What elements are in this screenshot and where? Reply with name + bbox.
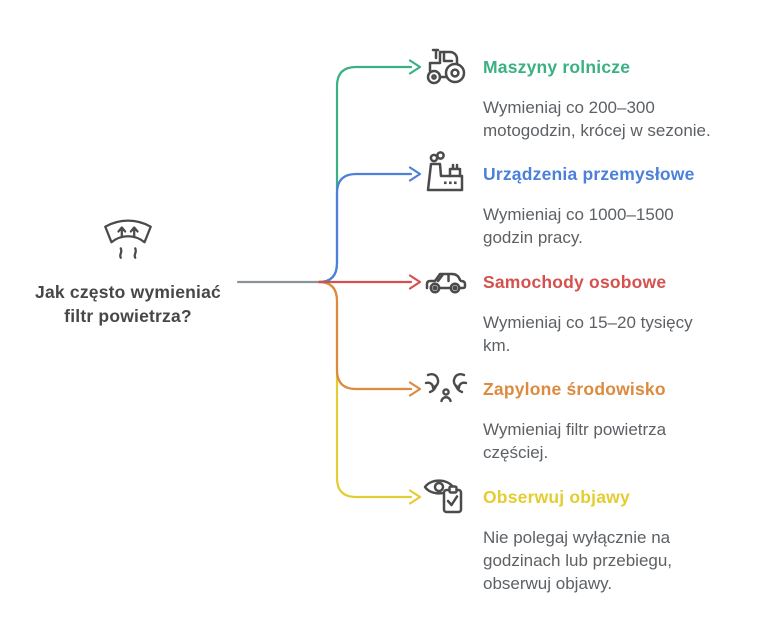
branch-title: Urządzenia przemysłowe [483, 163, 695, 184]
branch-title: Zapylone środowisko [483, 378, 666, 399]
branch-description: Wymieniaj co 15–20 tysięcy km. [483, 313, 693, 355]
branch-header: Zapylone środowisko [422, 365, 732, 413]
branch-connector-eye-checklist [317, 280, 422, 505]
branch-connector-dust [317, 280, 422, 397]
branch-connector-car [317, 274, 422, 290]
tractor-icon [422, 43, 470, 91]
branch-description: Nie polegaj wyłącznie na godzinach lub p… [483, 528, 673, 593]
branch-connector-tractor [317, 59, 422, 284]
car-icon [422, 258, 470, 306]
air-filter-icon [97, 211, 159, 261]
branch-title: Maszyny rolnicze [483, 56, 631, 77]
branch-title: Samochody osobowe [483, 271, 667, 292]
branch-description: Wymieniaj co 200–300 motogodzin, krócej … [483, 98, 711, 140]
dust-icon [422, 365, 470, 413]
branch-header: Obserwuj objawy [422, 473, 732, 521]
branch-connector-factory [317, 166, 422, 284]
branch-header: Urządzenia przemysłowe [422, 150, 732, 198]
branch-title: Obserwuj objawy [483, 486, 630, 507]
root-title: Jak często wymieniać filtr powietrza? [35, 282, 221, 327]
branch-header: Samochody osobowe [422, 258, 732, 306]
branch-header: Maszyny rolnicze [422, 43, 732, 91]
branch-description: Wymieniaj co 1000–1500 godzin pracy. [483, 205, 674, 247]
branch-description: Wymieniaj filtr powietrza częściej. [483, 420, 667, 462]
eye-checklist-icon [422, 473, 470, 521]
factory-icon [422, 150, 470, 198]
